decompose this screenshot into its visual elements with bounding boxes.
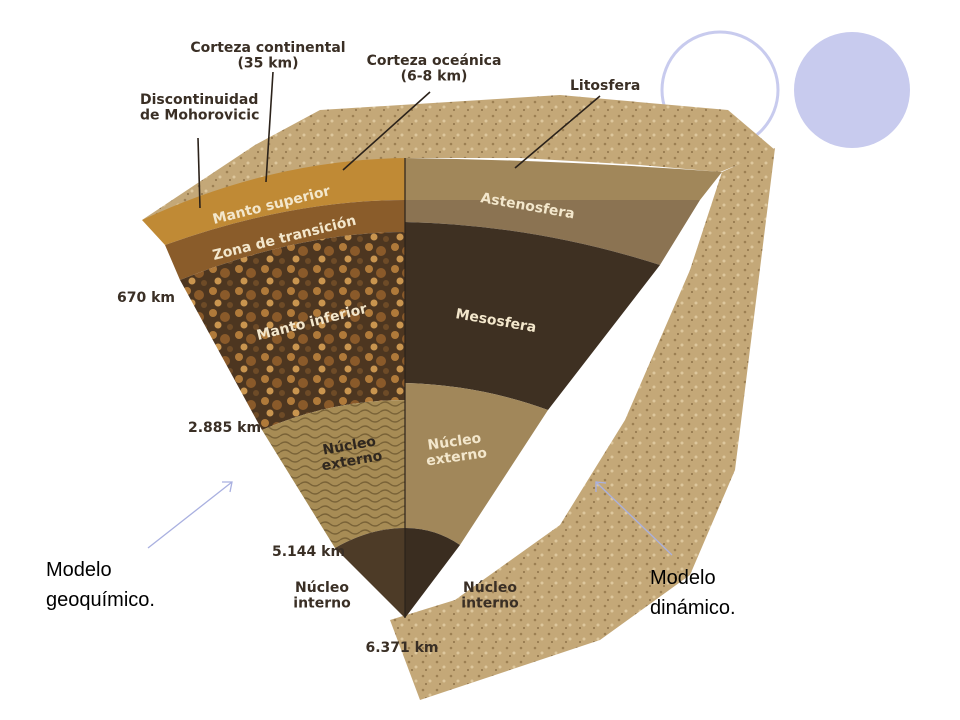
layer-right-mesosfera (405, 222, 660, 410)
layer-right-nucleo-externo (405, 383, 548, 545)
arrow-geoquimico (147, 481, 233, 549)
crust-top-surface (142, 95, 775, 220)
caption-modelo-dinamico: Modelo dinámico. (650, 567, 736, 619)
layer-left-manto-superior (142, 158, 405, 245)
leader-corteza-continental (265, 71, 274, 183)
right-model-layers (405, 158, 722, 618)
arrow-dinamico-head (595, 481, 607, 492)
arrow-geoquimico-head (222, 481, 233, 493)
caption-arrows (147, 481, 673, 556)
depth-5144: 5.144 km (272, 544, 345, 560)
layer-right-litosfera (405, 158, 722, 200)
depth-670: 670 km (117, 290, 175, 306)
layer-left-zona-transicion (165, 200, 405, 280)
label-corteza-continental: Corteza continental(35 km) (190, 40, 345, 71)
leader-litosfera (514, 95, 601, 169)
caption-modelo-geoquimico: Modelo geoquímico. (46, 559, 155, 611)
arrow-dinamico (595, 481, 673, 556)
layer-right-nucleo-interno (405, 528, 460, 618)
layer-left-manto-inferior (180, 232, 405, 430)
decor-circle-filled (794, 32, 910, 148)
leader-discontinuidad (197, 137, 201, 209)
label-corteza-oceanica: Corteza oceánica(6-8 km) (367, 53, 502, 84)
layer-left-nucleo-interno (335, 528, 405, 618)
left-model-layers (142, 158, 405, 618)
depth-2885: 2.885 km (188, 420, 261, 436)
layer-left-nucleo-externo (262, 400, 405, 548)
crust-side-face (390, 148, 775, 700)
layer-right-astenosfera (405, 200, 700, 265)
leader-lines (197, 71, 601, 209)
label-litosfera: Litosfera (570, 78, 640, 94)
depth-6371: 6.371 km (365, 640, 438, 656)
leader-corteza-oceanica (342, 91, 431, 171)
